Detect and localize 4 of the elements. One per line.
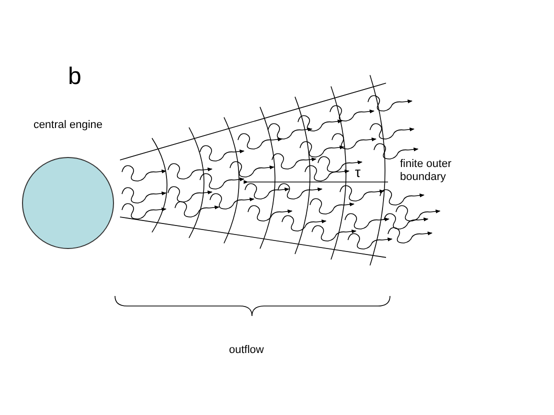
outflow-label: outflow — [229, 344, 264, 358]
node-label: central engine — [33, 119, 103, 131]
panel-letter: b — [68, 63, 82, 92]
boundary-label: finite outer boundary — [400, 158, 452, 184]
